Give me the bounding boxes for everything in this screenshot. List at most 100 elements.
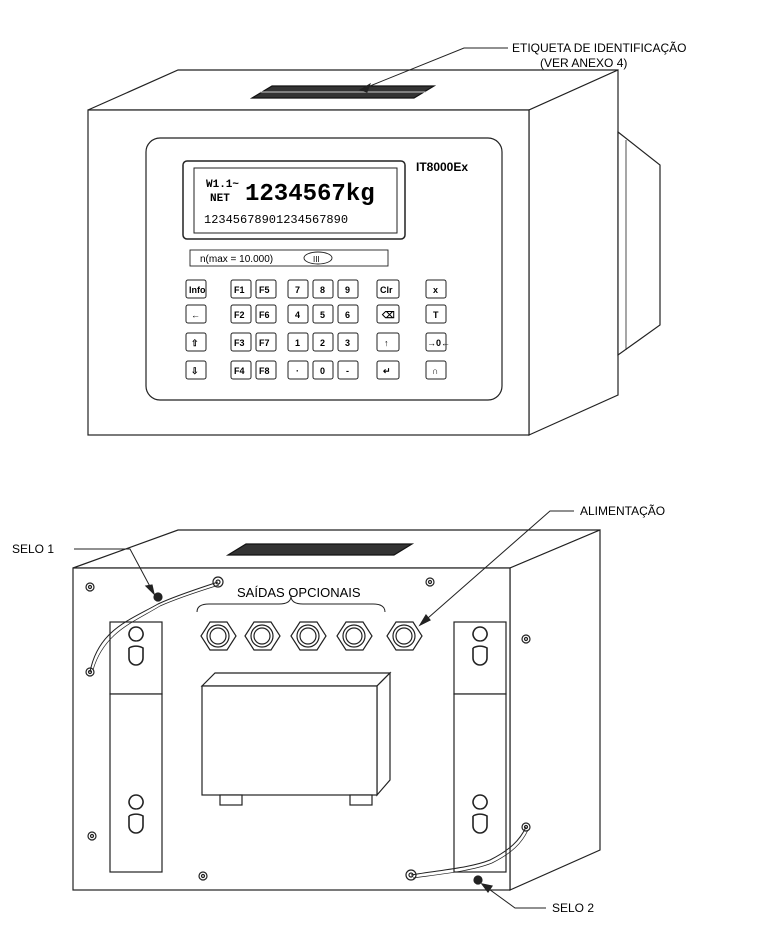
svg-text:⌫: ⌫ (381, 310, 395, 320)
key-f7[interactable]: F7 (255, 332, 277, 352)
key-f2[interactable]: F2 (230, 304, 252, 324)
keyhole-slot-left-top (128, 626, 144, 666)
svg-text:⇩: ⇩ (191, 366, 199, 376)
key-f8[interactable]: F8 (255, 360, 277, 380)
key-f1[interactable]: F1 (230, 279, 252, 299)
screw-icon (521, 634, 531, 644)
capacity-strip (189, 249, 389, 267)
key-multiply[interactable]: x (425, 279, 447, 299)
key-1[interactable]: 1 (287, 332, 309, 352)
key-shift-up[interactable]: ⇧ (185, 332, 207, 352)
key-7[interactable]: 7 (287, 279, 309, 299)
key-8[interactable]: 8 (312, 279, 334, 299)
svg-text:Clr: Clr (380, 285, 393, 295)
left-lower-bracket (109, 693, 163, 873)
class-badge-oval (303, 251, 333, 265)
front-view (87, 69, 661, 436)
lcd-screen (193, 167, 398, 234)
svg-text:-: - (346, 366, 349, 376)
capacity-label: n(max = 10.000) (200, 254, 273, 265)
power-label: ALIMENTAÇÃO (580, 504, 665, 518)
module-box-side (376, 671, 391, 797)
svg-text:F5: F5 (259, 285, 270, 295)
key-back-arrow[interactable]: ← (185, 304, 207, 324)
class-badge: III (313, 255, 320, 264)
svg-text:F7: F7 (259, 338, 270, 348)
svg-text:T: T (433, 310, 439, 320)
lcd-weight: 1234567kg (245, 181, 375, 208)
key-f5[interactable]: F5 (255, 279, 277, 299)
key-dot[interactable]: · (287, 360, 309, 380)
rear-flange (617, 130, 661, 357)
svg-text:F3: F3 (234, 338, 245, 348)
left-upper-bracket (109, 621, 163, 695)
key-f4[interactable]: F4 (230, 360, 252, 380)
svg-text:8: 8 (320, 285, 325, 295)
key-clr[interactable]: Clr (376, 279, 400, 299)
power-leader (419, 510, 574, 626)
svg-text:Info: Info (189, 285, 206, 295)
key-f6[interactable]: F6 (255, 304, 277, 324)
key-print[interactable]: ∩ (425, 360, 447, 380)
optional-outputs-label: SAÍDAS OPCIONAIS (237, 585, 361, 600)
seal-2-label: SELO 2 (552, 901, 594, 915)
seal-2-leader (481, 883, 546, 909)
seal-1-wire-b (92, 584, 220, 671)
screw-icon (85, 582, 95, 592)
key-tare[interactable]: T (425, 304, 447, 324)
keypad: Info ← ⇧ ⇩ F1 F5 F2 F6 F3 F7 F4 F8 7 8 9… (185, 279, 450, 380)
key-shift-down[interactable]: ⇩ (185, 360, 207, 380)
key-f3[interactable]: F3 (230, 332, 252, 352)
key-9[interactable]: 9 (337, 279, 359, 299)
svg-text:6: 6 (345, 310, 350, 320)
cable-gland-1 (200, 621, 237, 651)
seal-1-wire (89, 581, 219, 673)
svg-text:9: 9 (345, 285, 350, 295)
svg-text:4: 4 (295, 310, 300, 320)
key-zero[interactable]: →0← (425, 332, 450, 352)
keyhole-slot-right-bottom (472, 794, 488, 834)
key-6[interactable]: 6 (337, 304, 359, 324)
svg-text:←: ← (191, 310, 200, 320)
seal-2-wire-b (412, 829, 529, 879)
key-3[interactable]: 3 (337, 332, 359, 352)
svg-text:↑: ↑ (384, 338, 389, 348)
screw-icon (87, 831, 97, 841)
svg-text:x: x (433, 285, 438, 295)
svg-text:F1: F1 (234, 285, 245, 295)
right-lower-bracket (453, 693, 507, 873)
key-minus[interactable]: - (337, 360, 359, 380)
key-up-arrow[interactable]: ↑ (376, 332, 400, 352)
screw-icon (198, 871, 208, 881)
cable-gland-2 (244, 621, 281, 651)
keyhole-slot-right-top (472, 626, 488, 666)
cable-gland-3 (290, 621, 327, 651)
id-label-callout-line2: (VER ANEXO 4) (540, 56, 627, 70)
screw-icon (521, 822, 531, 832)
cable-gland-4 (336, 621, 373, 651)
back-label-plate (225, 543, 415, 556)
back-box-right-face (509, 529, 601, 891)
svg-text:1: 1 (295, 338, 300, 348)
screw-icon (212, 576, 224, 588)
svg-text:2: 2 (320, 338, 325, 348)
seal-1-leader (74, 548, 155, 595)
lcd-mode-bottom: NET (210, 193, 230, 205)
key-info[interactable]: Info (185, 279, 207, 299)
key-backspace[interactable]: ⌫ (376, 304, 400, 324)
key-0[interactable]: 0 (312, 360, 334, 380)
svg-text:7: 7 (295, 285, 300, 295)
model-label: IT8000Ex (416, 160, 468, 174)
svg-text:5: 5 (320, 310, 325, 320)
key-5[interactable]: 5 (312, 304, 334, 324)
key-2[interactable]: 2 (312, 332, 334, 352)
module-box-front (201, 685, 378, 796)
module-connector-right (349, 794, 373, 806)
svg-text:F8: F8 (259, 366, 270, 376)
svg-text:→0←: →0← (427, 338, 450, 348)
key-enter[interactable]: ↵ (376, 360, 400, 380)
svg-text:F4: F4 (234, 366, 245, 376)
keyhole-slot-left-bottom (128, 794, 144, 834)
key-4[interactable]: 4 (287, 304, 309, 324)
svg-text:·: · (296, 366, 299, 376)
